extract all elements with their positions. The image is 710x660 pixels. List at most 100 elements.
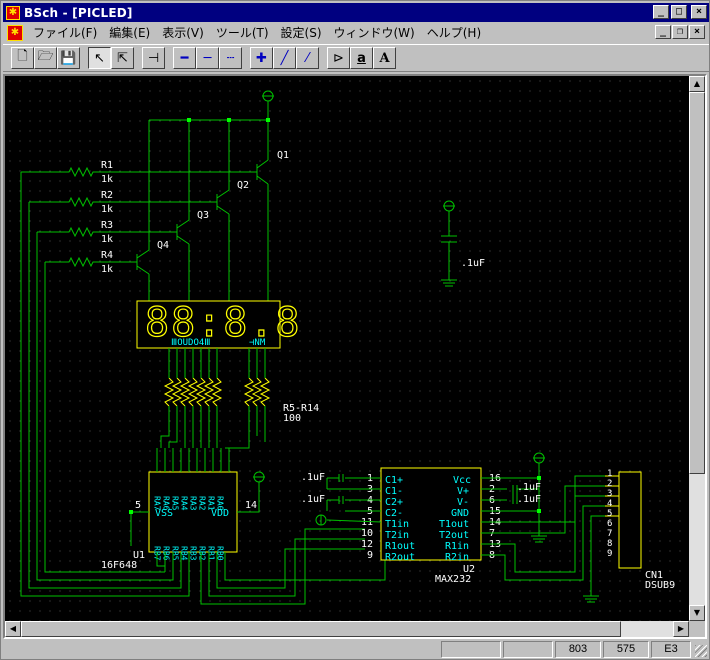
schematic-viewport: Q1 Q2 Q3 Q4 R1 1k R2 1k R3 — [3, 74, 707, 639]
u1-pin-ra2: RA2 — [198, 496, 207, 511]
u1-pin-ra3: RA3 — [189, 496, 198, 511]
u1-pin-ra7: RA7 — [153, 496, 162, 511]
display-digits: 88:8.8 — [145, 300, 302, 346]
cn1-ref: CN1 — [645, 570, 663, 581]
drag-select-icon[interactable]: ⇱ — [111, 47, 134, 69]
scroll-left-icon[interactable]: ◀ — [5, 621, 21, 637]
cap-value-c3: .1uF — [301, 494, 325, 505]
label-q4: Q4 — [157, 240, 169, 251]
u1-pin-num-vss: 5 — [135, 500, 141, 511]
cap-value-c2: .1uF — [301, 472, 325, 483]
u1-pin-rb0: RB0 — [216, 546, 225, 561]
scroll-down-icon[interactable]: ▼ — [689, 605, 705, 621]
schematic-drawing: Q1 Q2 Q3 Q4 R1 1k R2 1k R3 — [5, 76, 689, 621]
entry-icon[interactable]: ╱ — [273, 47, 296, 69]
u1-pin-num-vdd: 14 — [245, 500, 257, 511]
u1-pin-rb2: RB2 — [198, 546, 207, 561]
floppy-disk-icon[interactable]: 💾 — [57, 47, 80, 69]
menu-window[interactable]: ウィンドウ(W) — [333, 26, 415, 40]
maximize-button[interactable]: □ — [671, 5, 687, 19]
label-r4: R4 — [101, 250, 113, 261]
horizontal-scroll-thumb[interactable] — [21, 621, 621, 637]
status-field-1 — [441, 641, 501, 658]
label-q3: Q3 — [197, 210, 209, 221]
u2-pin-name-t2out: T2out — [439, 530, 469, 541]
menu-help[interactable]: ヘルプ(H) — [426, 26, 482, 40]
doc-minimize-button[interactable]: _ — [655, 25, 671, 39]
label-q1: Q1 — [277, 150, 289, 161]
schematic-canvas[interactable]: Q1 Q2 Q3 Q4 R1 1k R2 1k R3 — [5, 76, 689, 621]
minimize-button[interactable]: _ — [653, 5, 669, 19]
u1-pin-ra4: RA4 — [180, 496, 189, 511]
u2-pin-name-gnd: GND — [451, 508, 469, 519]
value-r2: 1k — [101, 204, 113, 215]
cn1-pin-1: 1 — [607, 469, 612, 479]
menu-tools[interactable]: ツール(T) — [215, 26, 269, 40]
led-display — [136, 300, 281, 349]
vertical-scroll-thumb[interactable] — [689, 92, 705, 474]
horizontal-scrollbar[interactable]: ◀ ▶ — [5, 621, 689, 637]
scroll-right-icon[interactable]: ▶ — [673, 621, 689, 637]
display-pins-right: ⊣NM — [249, 338, 266, 348]
u2-pin-name-r1out: R1out — [385, 541, 415, 552]
resize-grip-icon[interactable] — [695, 645, 707, 657]
u1-part: 16F648 — [101, 560, 137, 571]
u1-pin-ra5: RA5 — [171, 496, 180, 511]
vertical-scrollbar[interactable]: ▲ ▼ — [689, 76, 705, 621]
u2-pin-num-9: 9 — [367, 550, 373, 561]
scroll-up-icon[interactable]: ▲ — [689, 76, 705, 92]
u2-pin-name-vminus: V- — [457, 497, 469, 508]
title-bar[interactable]: ✱ BSch - [PICLED] _ □ × — [3, 3, 709, 22]
u2-pin-name-c2m: C2- — [385, 508, 403, 519]
cn1-pin-9: 9 — [607, 549, 612, 559]
cap-value-c5: .1uF — [517, 494, 541, 505]
u1-pin-vdd: VDD — [211, 508, 229, 519]
label-r1: R1 — [101, 160, 113, 171]
bus-line-icon[interactable]: ━ — [173, 47, 196, 69]
scroll-corner — [689, 621, 705, 637]
folder-open-icon[interactable]: 🗁 — [34, 47, 57, 69]
cap-value-c1: .1uF — [461, 258, 485, 269]
cn1-part: DSUB9 — [645, 580, 675, 591]
component-icon[interactable]: ⊣ — [142, 47, 165, 69]
label-r2: R2 — [101, 190, 113, 201]
u2-body — [380, 467, 482, 561]
label-q2: Q2 — [237, 180, 249, 191]
comment-text-icon[interactable]: A — [373, 47, 396, 69]
u1-pin-rb5: RB5 — [171, 546, 180, 561]
menu-settings[interactable]: 設定(S) — [280, 26, 322, 40]
u2-pin-name-t1out: T1out — [439, 519, 469, 530]
arrow-cursor-icon[interactable]: ↖ — [88, 47, 111, 69]
value-r4: 1k — [101, 264, 113, 275]
u2-pin-num-11: 11 — [361, 517, 373, 528]
cn1-body — [618, 471, 642, 569]
cn1-pin-2: 2 — [607, 479, 612, 489]
bsch-app-icon[interactable]: ✱ — [6, 5, 20, 20]
cn1-pin-8: 8 — [607, 539, 612, 549]
dashed-line-icon[interactable]: ┄ — [219, 47, 242, 69]
new-document-icon[interactable]: 🗋 — [11, 47, 34, 69]
menu-view[interactable]: 表示(V) — [162, 26, 204, 40]
doc-restore-button[interactable]: ❐ — [672, 25, 688, 39]
menu-file[interactable]: ファイル(F) — [33, 26, 98, 40]
document-icon[interactable]: ✱ — [7, 24, 23, 41]
u2-pin-name-t2in: T2in — [385, 530, 409, 541]
tag-icon[interactable]: ⊳ — [327, 47, 350, 69]
value-r5-r14: 100 — [283, 413, 301, 424]
status-field-2 — [503, 641, 553, 658]
status-cursor-x: 803 — [555, 641, 601, 658]
label-icon[interactable]: a — [350, 47, 373, 69]
label-r3: R3 — [101, 220, 113, 231]
close-button[interactable]: × — [691, 5, 707, 19]
bus-entry-icon[interactable]: ⁄ — [296, 47, 319, 69]
doc-close-button[interactable]: × — [689, 25, 705, 39]
u2-pin-name-vcc: Vcc — [453, 475, 471, 486]
junction-icon[interactable]: ✚ — [250, 47, 273, 69]
menu-edit[interactable]: 編集(E) — [109, 26, 151, 40]
value-r3: 1k — [101, 234, 113, 245]
status-bar: 803 575 E3 — [3, 640, 709, 659]
u2-pin-name-c1p: C1+ — [385, 475, 403, 486]
wire-line-icon[interactable]: ─ — [196, 47, 219, 69]
cn1-pin-4: 4 — [607, 499, 612, 509]
